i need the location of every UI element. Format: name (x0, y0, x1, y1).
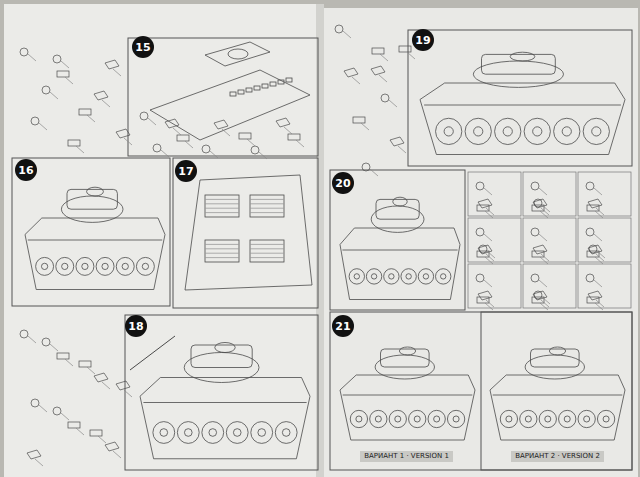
sub-parts-drawing (531, 182, 550, 218)
step-number-circle: 17 (175, 160, 197, 182)
sub-parts-drawing (531, 274, 550, 310)
loose-parts-drawing (20, 330, 132, 466)
step-panel (408, 30, 632, 166)
step-number-circle: 19 (412, 29, 434, 51)
step-number-circle: 18 (125, 315, 147, 337)
tank-rear-drawing (340, 197, 460, 299)
step-panel (330, 170, 465, 310)
sub-step-panel (578, 172, 631, 216)
step-number-circle: 16 (15, 159, 37, 181)
engine-deck-drawing (185, 175, 312, 290)
sub-parts-drawing (476, 228, 495, 264)
version-label: ВАРИАНТ 1 · VERSION 1 (360, 451, 453, 462)
loose-parts-drawing (335, 25, 415, 176)
sub-parts-drawing (586, 274, 604, 310)
step-number-circle: 15 (132, 36, 154, 58)
sub-step-panel (523, 264, 576, 308)
page-gutter (316, 4, 324, 477)
step-panel (128, 38, 318, 156)
sub-parts-drawing (586, 228, 605, 264)
step-number: 20 (335, 178, 350, 189)
step-panel (173, 158, 318, 308)
version-label: ВАРИАНТ 2 · VERSION 2 (511, 451, 604, 462)
sub-step-panel (578, 264, 631, 308)
step-number: 21 (335, 321, 350, 332)
step-panel (481, 312, 632, 470)
left-page (4, 4, 322, 477)
step-number: 16 (18, 165, 33, 176)
tank-side-drawing (420, 52, 625, 154)
step-panel (12, 158, 170, 306)
sub-step-panel (468, 264, 521, 308)
sub-step-panel (468, 172, 521, 216)
tank-version-1-drawing (340, 347, 475, 440)
step-number: 18 (128, 321, 143, 332)
step-number: 19 (415, 35, 430, 46)
sub-step-panel (523, 172, 576, 216)
sub-step-panel (468, 218, 521, 262)
step-number-circle: 20 (332, 172, 354, 194)
step-panel (330, 312, 632, 470)
hull-deck-drawing (150, 42, 310, 140)
step-number-circle: 21 (332, 315, 354, 337)
step-panel (125, 315, 318, 470)
tank-hull-drawing (25, 187, 165, 289)
tank-version-2-drawing (490, 347, 625, 440)
step-number: 15 (135, 42, 150, 53)
right-page (320, 8, 638, 477)
sub-parts-drawing (531, 228, 549, 264)
sub-parts-drawing (586, 182, 604, 218)
step-number: 17 (178, 166, 193, 177)
loose-parts-drawing (20, 48, 132, 153)
sub-parts-drawing (476, 182, 494, 218)
sub-parts-drawing (476, 274, 494, 310)
sub-step-panel (523, 218, 576, 262)
sub-step-panel (578, 218, 631, 262)
small-parts-drawing (140, 112, 304, 159)
barrel-drawing (130, 336, 175, 370)
tank-turret-drawing (140, 343, 310, 459)
